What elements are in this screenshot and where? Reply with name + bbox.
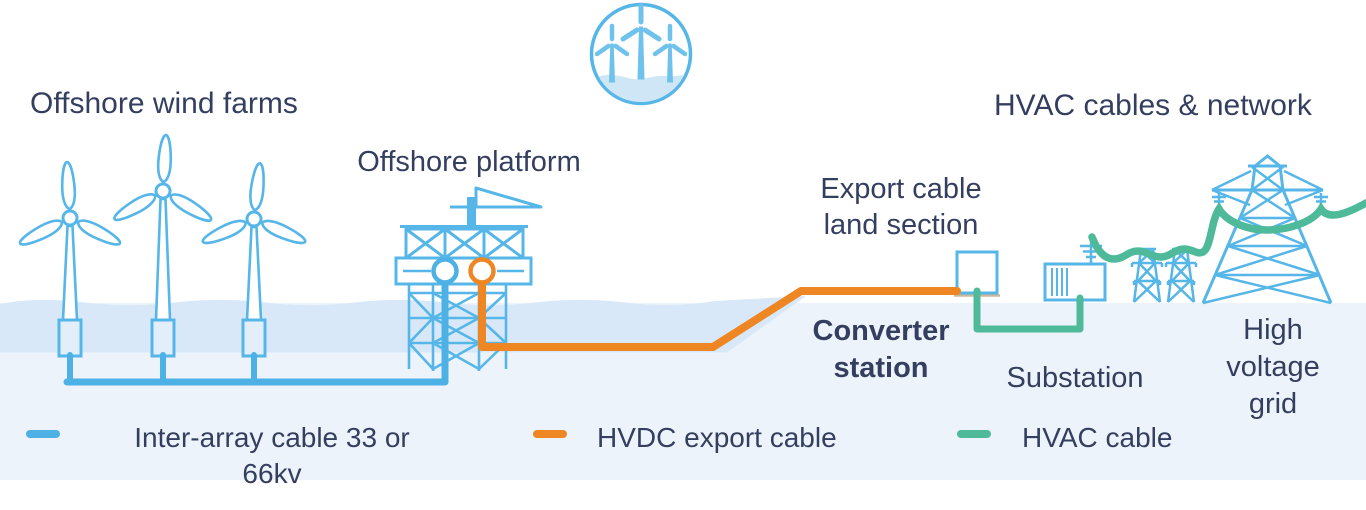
offshore-platform-label: Offshore platform [357,144,693,180]
pylon-icon [1164,247,1198,303]
offshore-platform-text: Offshore platform [357,146,581,178]
high-voltage-tower-icon [1201,154,1333,305]
inter-array-connection-point [431,257,459,285]
offshore-wind-farm-icon [15,133,309,358]
export-cable-line2: land section [823,209,979,241]
inter-array-cable [63,273,449,386]
substation-label: Substation [1006,362,1144,394]
legend-inter-array-line2: 66kv [242,458,302,489]
wind-turbine-icon [110,133,216,358]
legend-label-hvac: HVAC cable [1022,422,1173,453]
sea-water [0,296,806,353]
converter-station-label: Converter station [813,313,950,387]
hv-grid-line2: voltage [1226,351,1320,383]
wind-turbine-icon [594,3,688,83]
hv-grid-line3: grid [1248,388,1298,420]
hvdc-connection-point [468,257,496,285]
hvac-cable-overhead [1088,199,1366,263]
hvdc-export-cable [478,273,961,351]
legend-swatch-hvdc [533,430,567,438]
converter-station-icon [954,250,1000,297]
legend-label-hvdc: HVDC export cable [597,422,837,453]
hvac-network-label: HVAC cables & network [994,89,1312,122]
offshore-wind-farms-label: Offshore wind farms [30,87,298,120]
converter-station-line2: station [833,352,929,384]
offshore-platform-icon [394,186,543,371]
converter-station-line1: Converter [812,315,950,347]
legend-swatch-inter-array [26,430,60,438]
substation-icon [1043,235,1107,302]
hv-grid-line1: High [1243,314,1303,346]
offshore-wind-badge-icon [589,2,693,106]
wind-turbine-icon [199,161,309,358]
hvac-cable-ground [973,287,1084,333]
high-voltage-grid-label: High voltage grid [1226,312,1320,423]
legend-inter-array-line1: Inter-array cable 33 or [134,422,410,453]
export-cable-label: Export cable land section [820,171,981,243]
export-cable-line1: Export cable [820,173,982,205]
legend-swatch-hvac [957,430,991,438]
legend-label-inter-array: Inter-array cable 33 or 66kv [134,420,409,492]
